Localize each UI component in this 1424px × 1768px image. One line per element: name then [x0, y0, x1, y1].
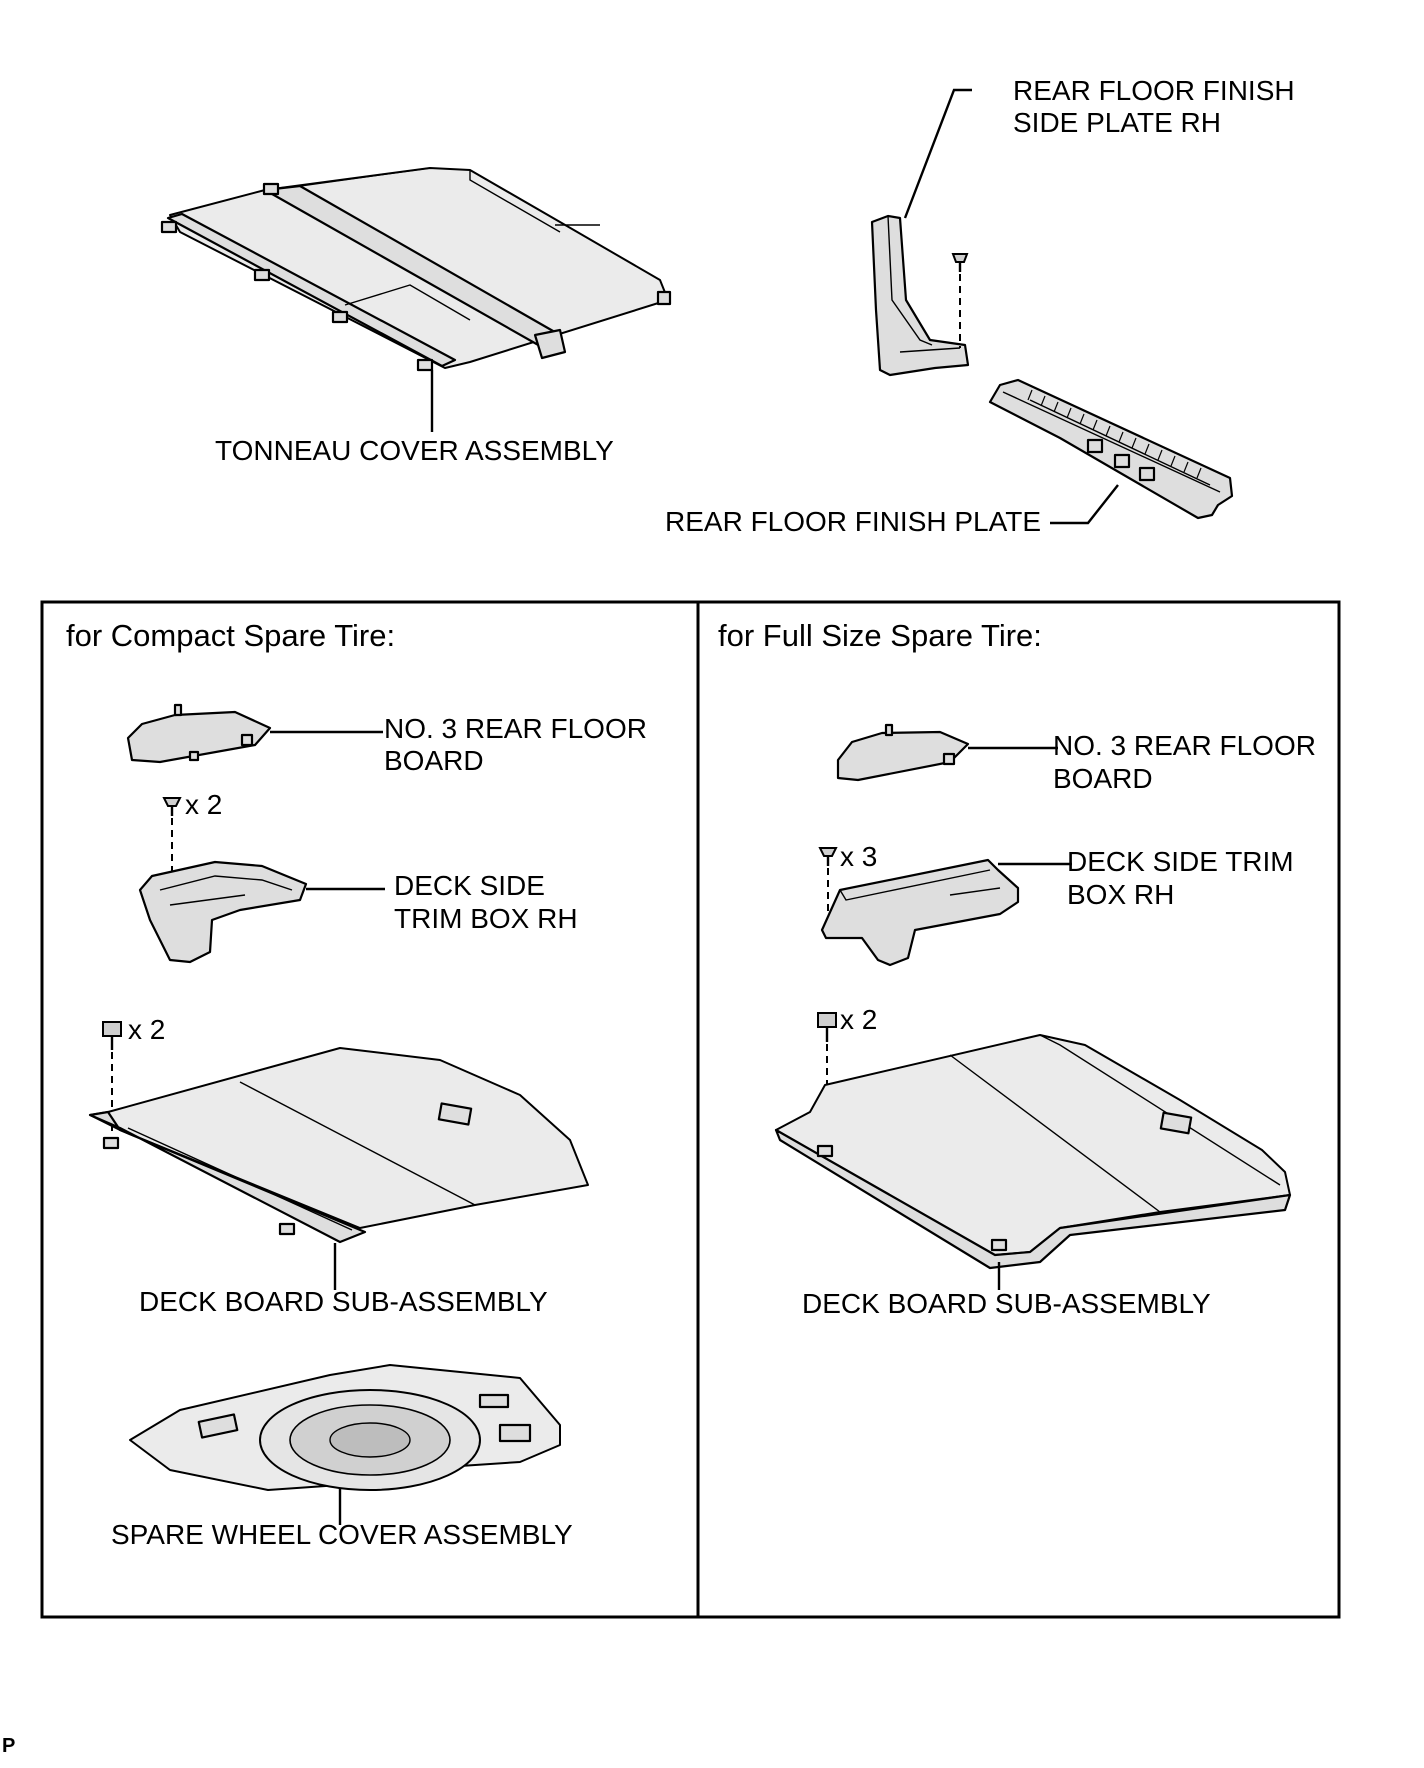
tonneau-cover-illustration [160, 167, 672, 432]
compact-trim-box-line1: DECK SIDE [394, 870, 545, 901]
full-trim-box-clip-count: x 3 [840, 841, 878, 872]
full-deck-board-label: DECK BOARD SUB-ASSEMBLY [802, 1288, 1211, 1319]
full-deck-board-bolt-count: x 2 [840, 1004, 878, 1035]
corner-mark: P [2, 1735, 16, 1757]
compact-spare-wheel-cover-label: SPARE WHEEL COVER ASSEMBLY [111, 1519, 573, 1550]
compact-trim-box-clip-count: x 2 [185, 789, 223, 820]
full-trim-box-illustration [818, 847, 1072, 967]
compact-no3-board-line1: NO. 3 REAR FLOOR [384, 713, 647, 744]
panel-title-full: for Full Size Spare Tire: [718, 618, 1042, 653]
label-tonneau-cover: TONNEAU COVER ASSEMBLY [215, 435, 614, 466]
full-no3-board-line2: BOARD [1053, 763, 1153, 794]
panel-frame [40, 600, 1341, 1619]
rear-floor-finish-plate-illustration [988, 378, 1234, 525]
full-deck-board-illustration [774, 1012, 1292, 1290]
compact-deck-board-illustration [88, 1021, 589, 1290]
compact-deck-board-bolt-count: x 2 [128, 1014, 166, 1045]
side-plate-illustration [870, 88, 972, 377]
full-no3-board-illustration [836, 723, 1058, 782]
full-no3-board-line1: NO. 3 REAR FLOOR [1053, 730, 1316, 761]
label-rear-floor-finish-plate: REAR FLOOR FINISH PLATE [665, 506, 1041, 537]
compact-deck-board-label: DECK BOARD SUB-ASSEMBLY [139, 1286, 548, 1317]
compact-trim-box-line2: TRIM BOX RH [394, 903, 578, 934]
label-side-plate-line2: SIDE PLATE RH [1013, 107, 1221, 138]
full-trim-box-line1: DECK SIDE TRIM [1067, 846, 1294, 877]
spare-wheel-cover-illustration [129, 1364, 561, 1525]
panel-title-compact: for Compact Spare Tire: [66, 618, 396, 653]
full-trim-box-line2: BOX RH [1067, 879, 1175, 910]
compact-no3-board-line2: BOARD [384, 745, 484, 776]
label-side-plate-line1: REAR FLOOR FINISH [1013, 75, 1295, 106]
compact-no3-board-illustration [126, 703, 383, 764]
compact-trim-box-illustration [138, 797, 385, 964]
